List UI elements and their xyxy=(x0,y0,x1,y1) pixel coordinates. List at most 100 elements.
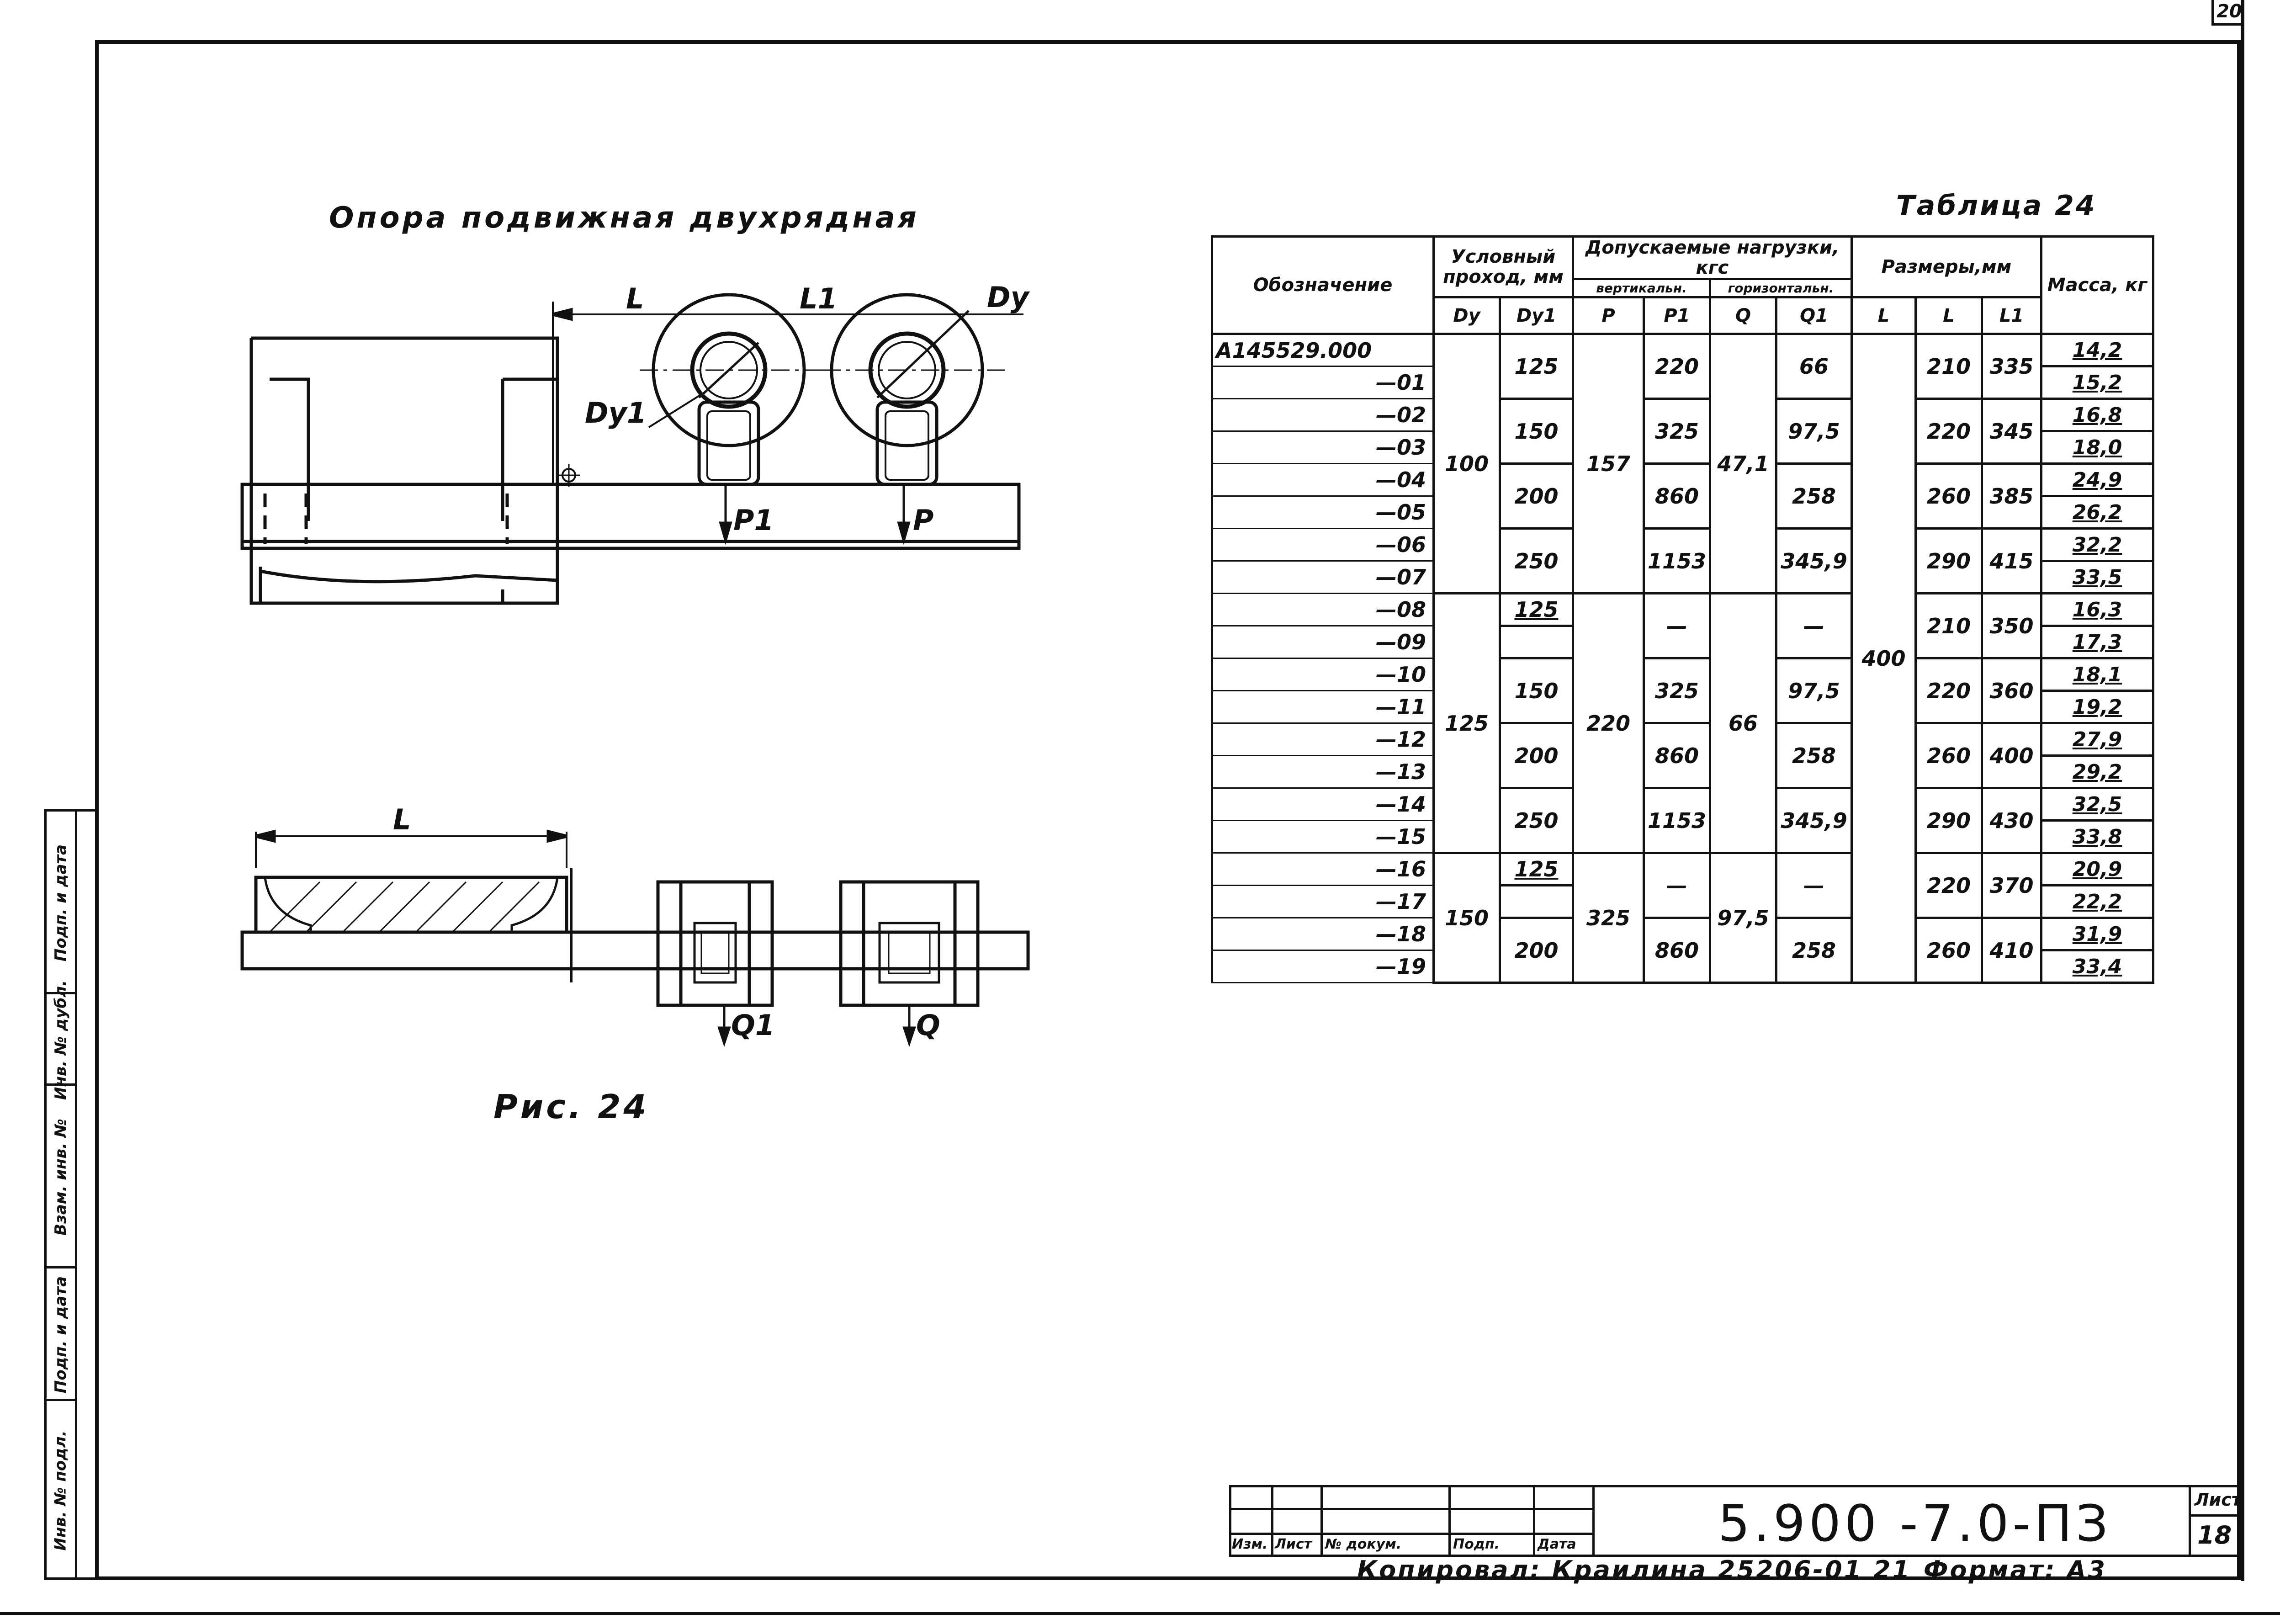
label-Q: Q xyxy=(916,1008,940,1042)
header-dy1: Dy1 xyxy=(1499,296,1574,335)
q1-cell: 258 xyxy=(1775,917,1853,984)
header-q1: Q1 xyxy=(1775,296,1853,335)
bottom-hatched-block xyxy=(254,876,568,934)
mass-cell: 33,4 xyxy=(2040,949,2154,984)
designation-cell: —07 xyxy=(1211,560,1435,594)
spec-table: Обозначение Условный проход, мм Допускае… xyxy=(1211,235,2154,984)
q1-cell: 66 xyxy=(1775,333,1853,400)
p-cell: 157 xyxy=(1572,333,1645,594)
q1-cell: 258 xyxy=(1775,462,1853,530)
mass-cell: 14,2 xyxy=(2040,333,2154,367)
designation-cell: —06 xyxy=(1211,528,1435,562)
label-Dy1-top: Dy1 xyxy=(585,396,647,430)
top-beam xyxy=(240,483,1021,550)
header-l: L xyxy=(1914,296,1983,335)
header-l1: L1 xyxy=(1981,296,2042,335)
stamp-label-inv-podl: Инв. № подл. xyxy=(52,1430,70,1551)
header-mass: Масса, кг xyxy=(2040,235,2154,335)
table-title: Таблица 24 xyxy=(1896,190,2097,222)
designation-cell: —12 xyxy=(1211,722,1435,756)
drawing-title: Опора подвижная двухрядная xyxy=(329,201,919,235)
l1-cell: 400 xyxy=(1981,722,2042,789)
bottom-support-1 xyxy=(656,880,774,1007)
q1-cell: 97,5 xyxy=(1775,657,1853,724)
l1-cell: 430 xyxy=(1981,787,2042,854)
mass-cell: 29,2 xyxy=(2040,754,2154,789)
mass-cell: 18,1 xyxy=(2040,657,2154,692)
designation-cell: —02 xyxy=(1211,398,1435,432)
mass-cell: 32,5 xyxy=(2040,787,2154,822)
header-p: P xyxy=(1572,296,1645,335)
dy1-cell: 125 xyxy=(1499,592,1574,627)
header-dy: Dy xyxy=(1432,296,1501,335)
q1-cell: 345,9 xyxy=(1775,787,1853,854)
mass-cell: 33,5 xyxy=(2040,560,2154,594)
p1-cell: 860 xyxy=(1643,917,1711,984)
dy1-cell: 200 xyxy=(1499,722,1574,789)
support-drawing: L L1 Dy Dy1 P1 P L Q1 Q xyxy=(240,281,1030,1047)
dy1-cell: 150 xyxy=(1499,657,1574,724)
sheet-label: Лист xyxy=(2195,1490,2242,1510)
mass-cell: 27,9 xyxy=(2040,722,2154,757)
stamp-cell xyxy=(47,812,75,994)
q-cell: 47,1 xyxy=(1709,333,1777,594)
l-cell: 260 xyxy=(1914,462,1983,530)
p-cell: 220 xyxy=(1572,592,1645,854)
header-loads: Допускаемые нагрузки, кгс xyxy=(1572,235,1853,280)
header-horizontal: горизонтальн. xyxy=(1709,278,1853,298)
mass-cell: 19,2 xyxy=(2040,690,2154,724)
l-cell: 210 xyxy=(1914,592,1983,659)
l1-cell: 360 xyxy=(1981,657,2042,724)
dy1-cell xyxy=(1499,625,1574,659)
dy-cell: 100 xyxy=(1432,333,1501,594)
copied-by: Копировал: Краилина 25206-01 21 xyxy=(1357,1555,1912,1584)
mass-cell: 32,2 xyxy=(2040,527,2154,562)
p1-cell: 860 xyxy=(1643,462,1711,530)
header-designation: Обозначение xyxy=(1211,235,1435,335)
header-nominal-bore: Условный проход, мм xyxy=(1432,235,1574,298)
p-cell: 325 xyxy=(1572,852,1645,984)
p1-cell: 325 xyxy=(1643,657,1711,724)
l-cell: 260 xyxy=(1914,917,1983,984)
l1-cell: 415 xyxy=(1981,527,2042,594)
l-cell: 290 xyxy=(1914,787,1983,854)
mass-cell: 24,9 xyxy=(2040,462,2154,497)
designation-cell: —14 xyxy=(1211,787,1435,821)
label-L-bottom: L xyxy=(393,803,411,836)
designation-cell: —15 xyxy=(1211,820,1435,854)
header-vertical: вертикальн. xyxy=(1572,278,1711,298)
p1-cell: — xyxy=(1643,852,1711,919)
stamp-label-vzam-inv: Взам. инв. № xyxy=(52,1119,70,1236)
mass-cell: 15,2 xyxy=(2040,365,2154,400)
q-cell: 97,5 xyxy=(1709,852,1777,984)
l1-cell: 345 xyxy=(1981,398,2042,465)
dy-cell: 150 xyxy=(1432,852,1501,984)
q1-cell: — xyxy=(1775,852,1853,919)
l-cell: 290 xyxy=(1914,527,1983,594)
p1-cell: 1153 xyxy=(1643,787,1711,854)
designation-cell: А145529.000 xyxy=(1211,333,1435,367)
figure-caption: Рис. 24 xyxy=(493,1088,649,1126)
q1-cell: 258 xyxy=(1775,722,1853,789)
l-cell: 220 xyxy=(1914,398,1983,465)
mass-cell: 17,3 xyxy=(2040,625,2154,659)
l-cell: 210 xyxy=(1914,333,1983,400)
stamp-cell xyxy=(47,994,75,1086)
l-big-cell: 400 xyxy=(1851,333,1917,984)
p1-cell: 1153 xyxy=(1643,527,1711,594)
mass-cell: 18,0 xyxy=(2040,430,2154,465)
bottom-border-rule xyxy=(0,1612,2280,1615)
l1-cell: 335 xyxy=(1981,333,2042,400)
mass-cell: 16,3 xyxy=(2040,592,2154,627)
designation-cell: —09 xyxy=(1211,625,1435,659)
right-border-rule xyxy=(2241,0,2244,1581)
stamp-label-podp-data-1: Подп. и дата xyxy=(52,1276,70,1394)
q1-cell: 97,5 xyxy=(1775,398,1853,465)
dy1-cell: 250 xyxy=(1499,527,1574,594)
mass-cell: 16,8 xyxy=(2040,398,2154,432)
header-l-big: L xyxy=(1851,296,1917,335)
dy-cell: 125 xyxy=(1432,592,1501,854)
p1-cell: 220 xyxy=(1643,333,1711,400)
l1-cell: 350 xyxy=(1981,592,2042,659)
l1-cell: 385 xyxy=(1981,462,2042,530)
